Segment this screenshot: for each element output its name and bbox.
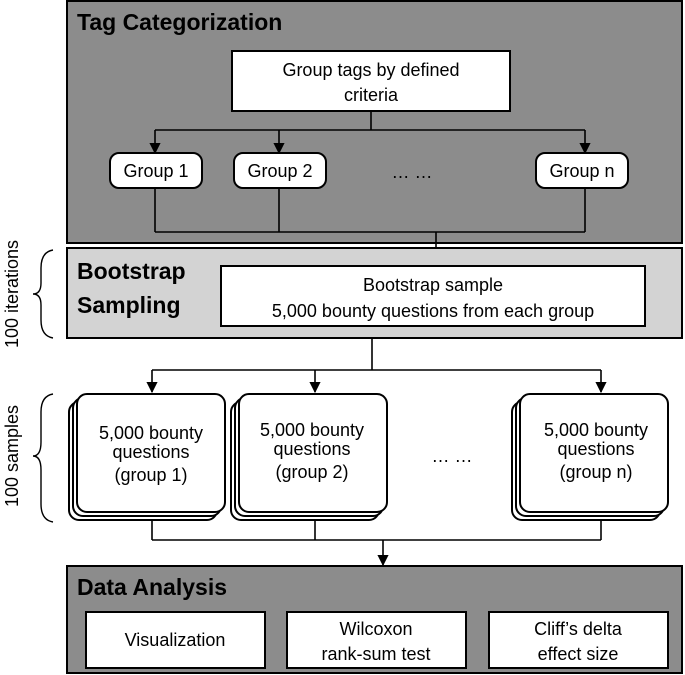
group-2-box <box>233 152 327 189</box>
sample-card-n <box>519 393 669 513</box>
bootstrap-sample-line1: Bootstrap sample <box>363 275 503 295</box>
group-1-label: Group 1 <box>123 161 188 181</box>
bootstrap-title-line1: Bootstrap <box>77 258 186 284</box>
group-2-label: Group 2 <box>247 161 312 181</box>
sample-stack-n: 5,000 bounty questions (group n) <box>511 393 669 521</box>
sample-n-line3: (group n) <box>559 462 632 482</box>
sample-2-line2: questions <box>273 439 350 459</box>
criteria-box <box>231 50 511 112</box>
criteria-text-line1: Group tags by defined <box>282 60 459 80</box>
visualization-label: Visualization <box>125 630 226 650</box>
sample-1-line1: 5,000 bounty <box>99 423 203 443</box>
group-n-label: Group n <box>549 161 614 181</box>
visualization-box <box>85 611 266 669</box>
data-analysis-title: Data Analysis <box>77 574 227 600</box>
cliffs-delta-line1: Cliff’s delta <box>534 619 623 639</box>
sample-1-line3: (group 1) <box>114 465 187 485</box>
cliffs-delta-line2: effect size <box>538 644 619 664</box>
groups-ellipsis: … … <box>391 162 432 182</box>
sample-card-1 <box>76 393 226 513</box>
criteria-text-line2: criteria <box>344 85 399 105</box>
bootstrap-title-line2: Sampling <box>77 292 181 318</box>
tag-categorization-panel <box>66 0 683 244</box>
wilcoxon-line1: Wilcoxon <box>339 619 412 639</box>
sample-n-line2: questions <box>557 439 634 459</box>
bootstrap-sample-box <box>220 265 646 327</box>
sample-2-line3: (group 2) <box>275 462 348 482</box>
sample-stack-2: 5,000 bounty questions (group 2) <box>230 393 388 521</box>
samples-brace <box>32 393 54 523</box>
sample-card-2 <box>238 393 388 513</box>
wilcoxon-box <box>286 611 467 669</box>
wilcoxon-line2: rank-sum test <box>321 644 430 664</box>
sample-n-line1: 5,000 bounty <box>544 420 648 440</box>
sample-1-line2: questions <box>112 442 189 462</box>
bootstrap-sample-line2: 5,000 bounty questions from each group <box>272 301 594 321</box>
cliffs-delta-box <box>488 611 669 669</box>
tag-categorization-title: Tag Categorization <box>77 9 282 35</box>
sample-2-line1: 5,000 bounty <box>260 420 364 440</box>
sample-stack-1: 5,000 bounty questions (group 1) <box>68 393 226 521</box>
iterations-brace <box>32 249 54 339</box>
samples-ellipsis: … … <box>431 446 472 466</box>
group-1-box <box>109 152 203 189</box>
iterations-label: 100 iterations <box>2 240 22 348</box>
samples-label: 100 samples <box>2 405 22 507</box>
group-n-box <box>535 152 629 189</box>
